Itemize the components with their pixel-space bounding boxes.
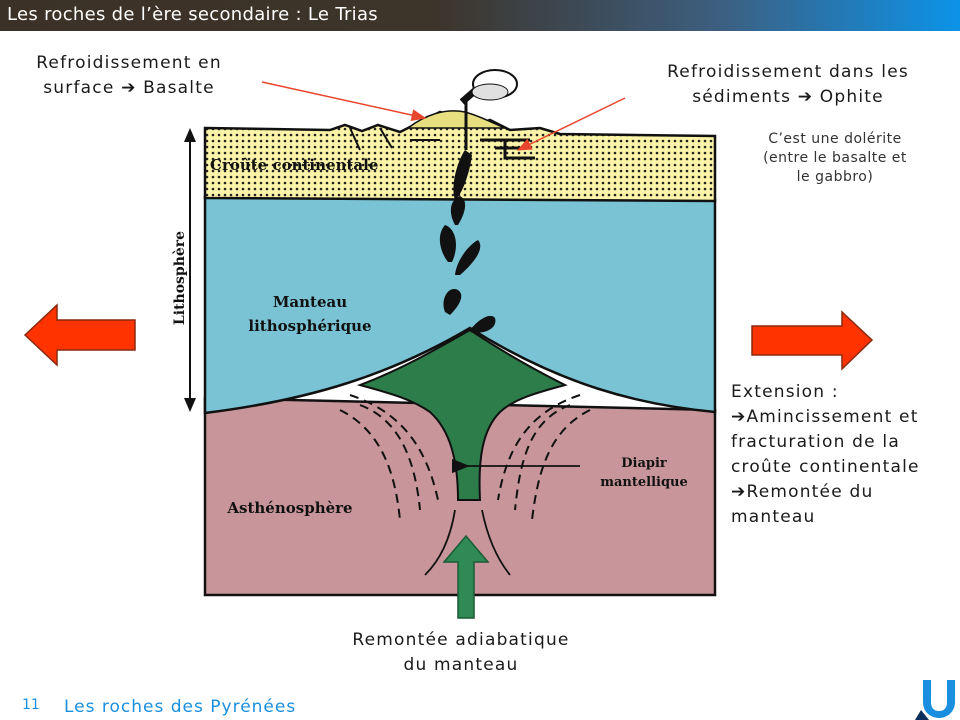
title-bar: Les roches de l’ère secondaire : Le Tria… [0, 0, 960, 31]
crust-label: Croûte continentale [210, 156, 378, 174]
diapir-label-1: Diapir [621, 456, 667, 471]
dolerite-note: C’est une dolérite (entre le basalte et … [763, 131, 907, 185]
mantle-label-2: lithosphérique [248, 317, 371, 335]
extension-text: Extension : ➔Amincissement et fracturati… [731, 382, 920, 527]
asthenosphere-label: Asthénosphère [226, 499, 352, 517]
university-logo-icon [915, 680, 955, 720]
lithosphere-arrow [184, 128, 196, 412]
ophite-pointer [516, 97, 626, 151]
adiabatic-rise-arrow [442, 534, 490, 619]
basalt-pointer [261, 81, 427, 121]
lithosphere-label: Lithosphère [172, 231, 188, 325]
slide-title: Les roches de l’ère secondaire : Le Tria… [7, 4, 378, 25]
rising-flow-lines [424, 509, 511, 576]
diapir-label-2: mantellique [600, 475, 688, 490]
magnifier-icon [459, 69, 518, 105]
mantle-label-1: Manteau [273, 293, 347, 311]
flow-lines [339, 394, 591, 521]
page-number: 11 [22, 697, 40, 713]
adiabatic-rise-text: Remontée adiabatique du manteau [352, 630, 570, 675]
crust-fractures [349, 127, 440, 151]
lithospheric-mantle-layer [203, 195, 717, 415]
magma-drops [439, 150, 496, 333]
extension-arrow-right [751, 310, 874, 371]
surface-cooling-text: Refroidissement en surface ➔ Basalte [36, 53, 222, 98]
footer-text: Les roches des Pyrénées [64, 697, 297, 717]
sediment-cooling-text: Refroidissement dans les sédiments ➔ Oph… [667, 62, 909, 107]
extension-arrow-left [23, 303, 136, 367]
